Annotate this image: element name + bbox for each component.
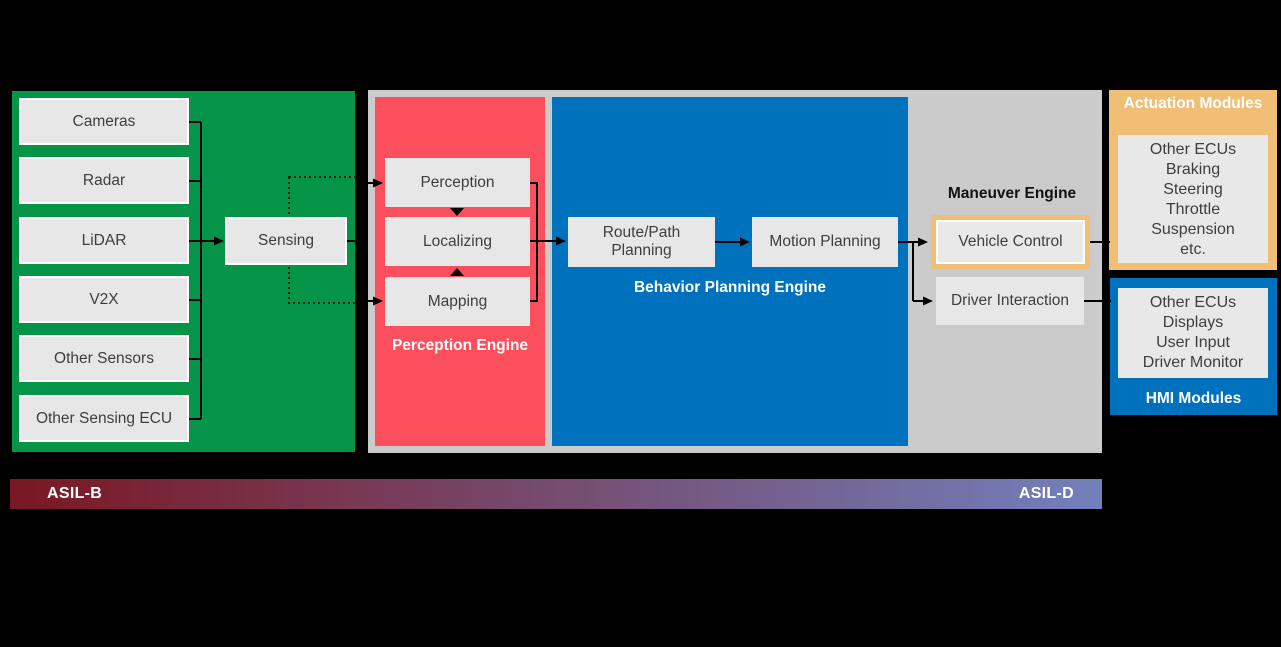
hmi-modules-list: Other ECUs Displays User Input Driver Mo…	[1118, 288, 1268, 378]
driver-interaction-box: Driver Interaction	[936, 277, 1084, 325]
actuation-item: etc.	[1180, 241, 1206, 258]
hmi-item: Driver Monitor	[1142, 354, 1244, 371]
actuation-item: Other ECUs	[1149, 141, 1237, 158]
maneuver-engine-label: Maneuver Engine	[947, 185, 1077, 202]
hmi-item: Other ECUs	[1149, 294, 1237, 311]
actuation-item: Suspension	[1151, 221, 1235, 238]
vehicle-control-box: Vehicle Control	[931, 215, 1090, 269]
actuation-item: Braking	[1165, 161, 1221, 178]
perception-box: Perception	[385, 158, 530, 207]
localizing-box: Localizing	[385, 217, 530, 266]
asil-d-label: ASIL-D	[1018, 485, 1074, 502]
asil-scale-bar: ASIL-B ASIL-D	[10, 479, 1102, 509]
sensor-box-radar: Radar	[19, 157, 189, 204]
sensing-hub-box: Sensing	[225, 217, 347, 265]
behavior-planning-engine-label: Behavior Planning Engine	[633, 279, 827, 296]
hmi-item: User Input	[1156, 334, 1230, 351]
hmi-item: Displays	[1162, 314, 1224, 331]
behavior-planning-panel	[552, 97, 908, 446]
sensor-box-other-sensing-ecu: Other Sensing ECU	[19, 395, 189, 442]
mapping-box: Mapping	[385, 277, 530, 326]
sensor-box-cameras: Cameras	[19, 98, 189, 145]
route-path-planning-box: Route/Path Planning	[568, 217, 715, 267]
motion-planning-box: Motion Planning	[752, 217, 898, 267]
perception-engine-panel	[375, 97, 545, 446]
actuation-item: Steering	[1163, 181, 1223, 198]
hmi-modules-title: HMI Modules	[1145, 390, 1242, 407]
sensor-box-lidar: LiDAR	[19, 217, 189, 264]
actuation-item: Throttle	[1165, 201, 1221, 218]
sensor-box-v2x: V2X	[19, 276, 189, 323]
actuation-modules-title: Actuation Modules	[1123, 95, 1263, 112]
asil-b-label: ASIL-B	[47, 485, 103, 502]
perception-engine-label: Perception Engine	[391, 337, 529, 354]
sensor-box-other-sensors: Other Sensors	[19, 335, 189, 382]
actuation-modules-list: Other ECUs Braking Steering Throttle Sus…	[1118, 135, 1268, 263]
